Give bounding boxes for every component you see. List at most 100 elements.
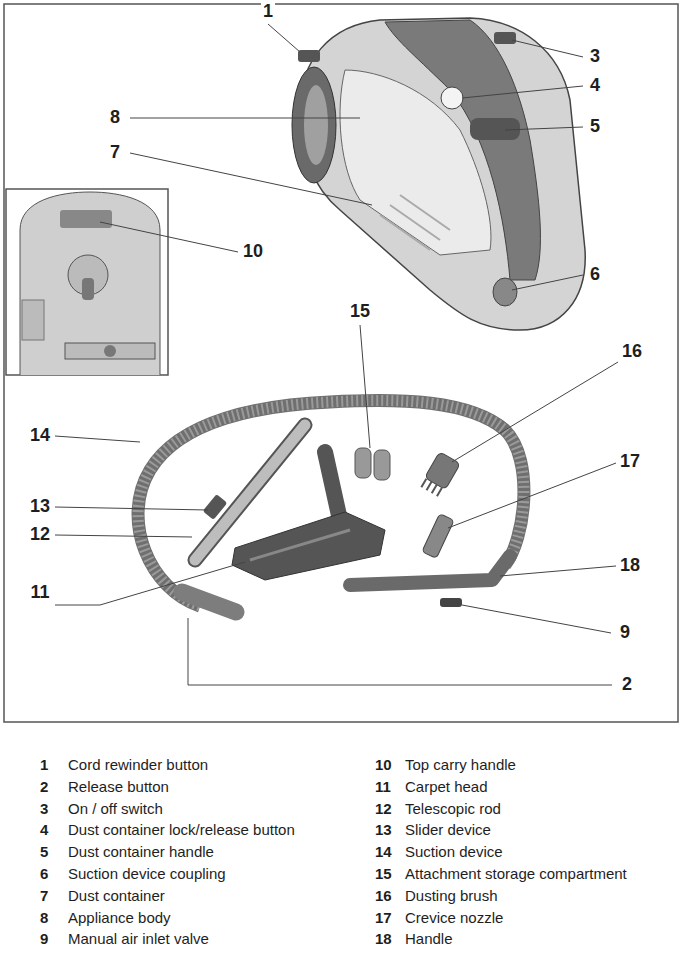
hose xyxy=(138,400,524,606)
frame xyxy=(4,4,678,722)
callout-number: 10 xyxy=(241,242,265,262)
key-number: 8 xyxy=(40,910,48,927)
hose-ribs xyxy=(138,400,524,606)
callout-number: 14 xyxy=(28,426,52,446)
leader-line xyxy=(55,535,192,537)
leader-line xyxy=(55,507,208,510)
key-text: On / off switch xyxy=(68,801,163,818)
head-stripe xyxy=(250,530,350,560)
dusting-brush xyxy=(420,452,461,499)
inset-frame xyxy=(6,189,168,375)
head-neck xyxy=(325,452,340,520)
hose-handle xyxy=(350,556,510,585)
key-number: 5 xyxy=(40,844,48,861)
cord-button xyxy=(298,50,320,62)
container-grille xyxy=(380,195,450,250)
callout-number: 1 xyxy=(261,2,275,22)
callout-number: 16 xyxy=(620,342,644,362)
power-switch xyxy=(494,32,516,44)
callout-number: 7 xyxy=(108,143,122,163)
key-text: Cord rewinder button xyxy=(68,757,208,774)
key-text: Appliance body xyxy=(68,910,171,927)
leader-line xyxy=(448,463,616,528)
key-number: 4 xyxy=(40,822,48,839)
key-text: Handle xyxy=(405,931,453,948)
carry-slot xyxy=(60,210,112,228)
callout-number: 13 xyxy=(28,497,52,517)
leader-line xyxy=(512,40,583,57)
bottom-view xyxy=(20,192,160,375)
callout-number: 4 xyxy=(588,76,602,96)
key-text: Dust container xyxy=(68,888,165,905)
leader-line xyxy=(188,618,612,685)
key-number: 14 xyxy=(375,844,392,861)
callout-number: 18 xyxy=(618,556,642,576)
leader-line xyxy=(268,24,300,52)
callout-number: 12 xyxy=(28,525,52,545)
bottom-latch xyxy=(82,278,94,300)
key-text: Crevice nozzle xyxy=(405,910,503,927)
key-number: 3 xyxy=(40,801,48,818)
wheel xyxy=(292,67,336,183)
key-number: 11 xyxy=(375,779,391,796)
slider xyxy=(203,494,228,520)
bottom-vent xyxy=(65,343,155,359)
key-text: Manual air inlet valve xyxy=(68,931,209,948)
bottom-recess xyxy=(22,300,44,340)
callout-number: 6 xyxy=(588,265,602,285)
key-text: Suction device coupling xyxy=(68,866,226,883)
leader-line xyxy=(130,153,372,205)
leader-line xyxy=(452,362,618,462)
callout-number: 2 xyxy=(620,675,634,695)
leader-line xyxy=(500,566,616,576)
key-text: Top carry handle xyxy=(405,757,516,774)
leader-line xyxy=(512,275,583,290)
leader-line xyxy=(130,118,360,119)
callout-number: 15 xyxy=(348,302,372,322)
appliance-body xyxy=(300,18,585,330)
key-number: 10 xyxy=(375,757,392,774)
crevice-nozzle xyxy=(422,514,454,559)
key-number: 12 xyxy=(375,801,392,818)
key-number: 7 xyxy=(40,888,48,905)
leader-line xyxy=(505,127,583,130)
leader-line xyxy=(55,436,140,442)
air-valve xyxy=(440,598,462,607)
carry-handle xyxy=(385,20,540,280)
callout-number: 9 xyxy=(618,623,632,643)
key-text: Attachment storage compartment xyxy=(405,866,627,883)
callout-number: 8 xyxy=(108,108,122,128)
key-text: Release button xyxy=(68,779,169,796)
key-text: Dusting brush xyxy=(405,888,498,905)
key-text: Slider device xyxy=(405,822,491,839)
key-number: 13 xyxy=(375,822,392,839)
callout-number: 17 xyxy=(618,452,642,472)
carpet-head xyxy=(232,512,385,580)
key-number: 18 xyxy=(375,931,392,948)
key-text: Dust container lock/release button xyxy=(68,822,295,839)
vent-screw xyxy=(104,345,116,357)
key-text: Telescopic rod xyxy=(405,801,501,818)
storage-part xyxy=(374,450,390,480)
wheel-hub xyxy=(304,85,328,165)
key-number: 15 xyxy=(375,866,392,883)
release-button xyxy=(441,87,463,109)
key-number: 1 xyxy=(40,757,48,774)
container-handle xyxy=(470,118,520,140)
key-text: Carpet head xyxy=(405,779,488,796)
leader-line xyxy=(462,86,583,98)
suction-coupling xyxy=(493,278,517,306)
callout-number: 5 xyxy=(588,117,602,137)
leader-line xyxy=(100,222,238,252)
key-text: Dust container handle xyxy=(68,844,214,861)
callout-number: 3 xyxy=(588,47,602,67)
key-number: 16 xyxy=(375,888,392,905)
key-number: 9 xyxy=(40,931,48,948)
key-number: 17 xyxy=(375,910,392,927)
leader-line xyxy=(55,562,245,605)
leader-line xyxy=(360,325,370,448)
leader-lines xyxy=(55,24,618,685)
storage-part xyxy=(355,448,371,478)
leader-line xyxy=(462,605,611,633)
